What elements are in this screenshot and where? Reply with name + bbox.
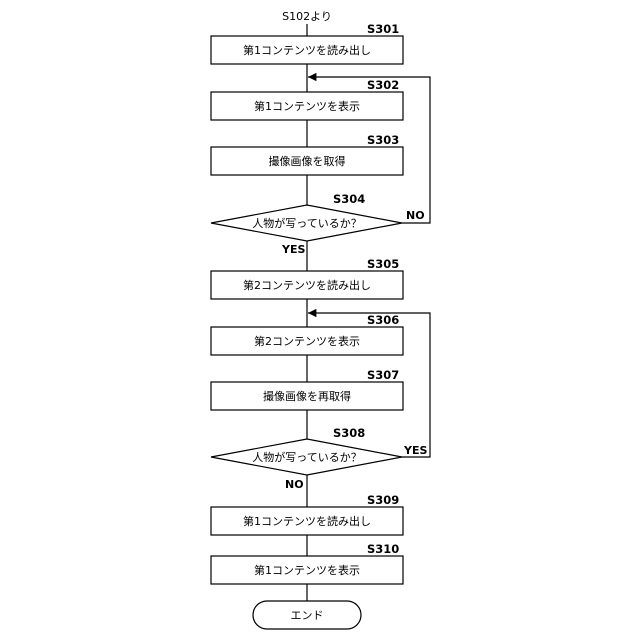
branch-label-s304-no: NO	[406, 209, 425, 222]
process-text-s310: 第1コンテンツを表示	[254, 563, 360, 577]
start-label: S102より	[282, 10, 332, 23]
step-id-s309: S309	[367, 493, 399, 507]
step-id-s310: S310	[367, 542, 399, 556]
branch-label-s308-yes: YES	[403, 444, 427, 457]
process-text-s307: 撮像画像を再取得	[263, 389, 351, 403]
decision-text-s308: 人物が写っているか？	[252, 450, 361, 464]
branch-label-s304-yes: YES	[281, 243, 305, 256]
end-label: エンド	[291, 609, 324, 622]
process-text-s309: 第1コンテンツを読み出し	[243, 514, 371, 528]
step-id-s306: S306	[367, 313, 399, 327]
branch-label-s308-no: NO	[285, 478, 304, 491]
step-id-s305: S305	[367, 257, 399, 271]
process-text-s301: 第1コンテンツを読み出し	[243, 43, 371, 57]
process-text-s302: 第1コンテンツを表示	[254, 99, 360, 113]
step-id-s303: S303	[367, 133, 399, 147]
step-id-s307: S307	[367, 368, 399, 382]
decision-text-s304: 人物が写っているか？	[252, 216, 361, 230]
step-id-s302: S302	[367, 78, 399, 92]
step-id-s308: S308	[333, 426, 365, 440]
step-id-s301: S301	[367, 22, 399, 36]
process-text-s306: 第2コンテンツを表示	[254, 334, 360, 348]
step-id-s304: S304	[333, 192, 365, 206]
process-text-s303: 撮像画像を取得	[269, 154, 346, 168]
process-text-s305: 第2コンテンツを読み出し	[243, 278, 371, 292]
